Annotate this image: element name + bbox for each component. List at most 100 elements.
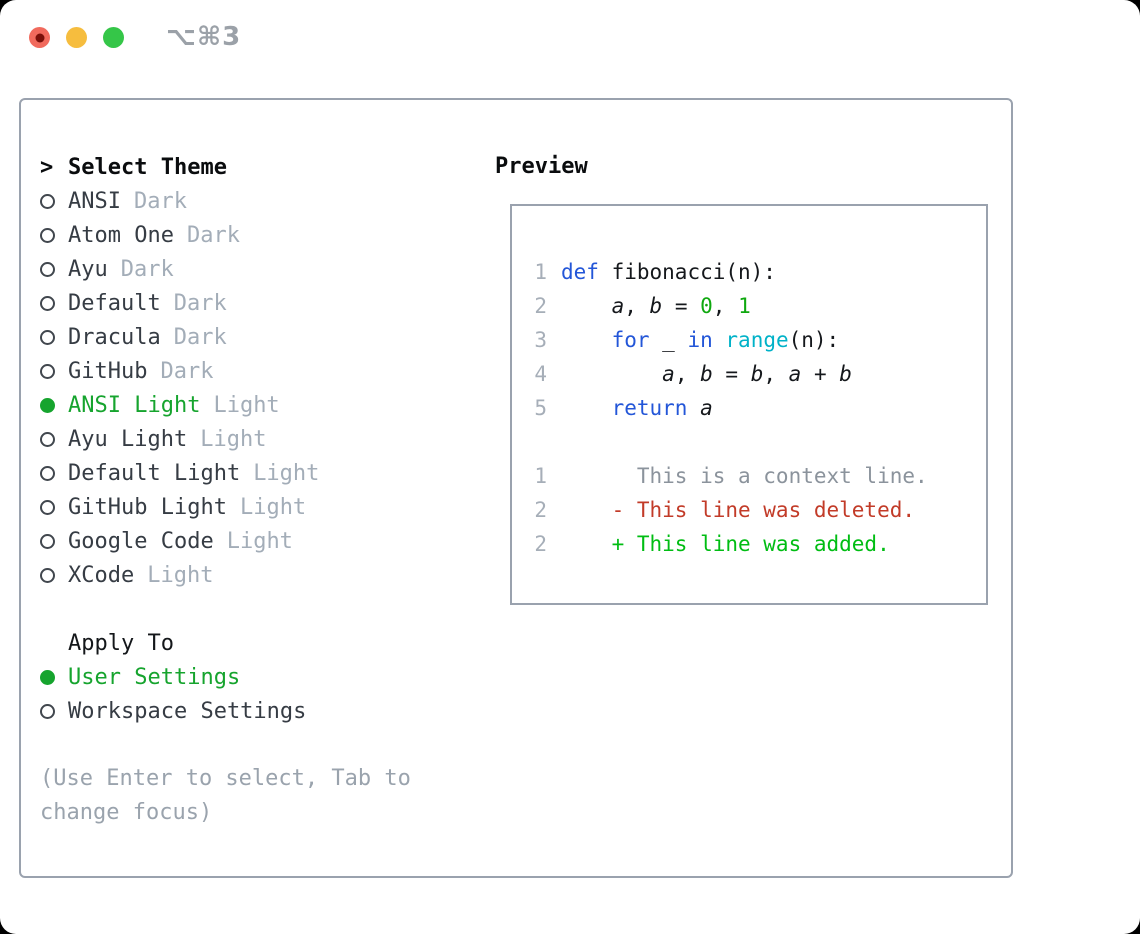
unsaved-dot-icon xyxy=(35,33,44,42)
radio-icon xyxy=(40,703,55,719)
option-label: Ayu Light xyxy=(68,426,188,452)
theme-option-xcode[interactable]: XCode Light xyxy=(40,558,480,592)
code-line: 1 def fibonacci(n): xyxy=(512,255,986,289)
code-text: This is a context line. xyxy=(561,464,928,488)
option-label: Workspace Settings xyxy=(68,698,307,724)
code-line: 3 for _ in range(n): xyxy=(512,323,986,357)
preview-title: Preview xyxy=(495,154,588,179)
theme-option-dracula[interactable]: Dracula Dark xyxy=(40,320,480,354)
option-label: Google Code xyxy=(68,528,214,554)
code-text: - This line was deleted. xyxy=(561,498,916,522)
radio-icon xyxy=(40,533,55,549)
apply-option-workspace-settings[interactable]: Workspace Settings xyxy=(40,694,480,728)
theme-variant-label: Light xyxy=(239,494,307,520)
prompt-caret-icon: > xyxy=(40,154,54,180)
theme-variant-label: Dark xyxy=(173,324,227,350)
close-button[interactable] xyxy=(29,27,50,48)
option-label: GitHub xyxy=(68,358,148,384)
radio-icon xyxy=(40,227,55,243)
theme-variant-label: Light xyxy=(147,562,214,588)
line-number: 3 xyxy=(534,328,547,352)
code-line: 2 + This line was added. xyxy=(512,527,986,561)
theme-option-ansi-light[interactable]: ANSI Light Light xyxy=(40,388,480,422)
code-text: a, b = 0, 1 xyxy=(611,294,751,318)
code-line: 2 a, b = 0, 1 xyxy=(512,289,986,323)
minimize-button[interactable] xyxy=(66,27,87,48)
theme-variant-label: Dark xyxy=(133,188,187,214)
option-label: Dracula xyxy=(68,324,161,350)
apply-to-header: Apply To xyxy=(40,626,480,660)
keyboard-shortcut-label: ⌥⌘3 xyxy=(166,22,242,52)
option-label: User Settings xyxy=(68,664,241,690)
line-number: 1 xyxy=(534,260,547,284)
theme-option-github-light[interactable]: GitHub Light Light xyxy=(40,490,480,524)
radio-icon xyxy=(40,193,55,209)
option-label: Default Light xyxy=(68,460,241,486)
code-text: for _ in range(n): xyxy=(611,328,840,352)
theme-variant-label: Light xyxy=(253,460,320,486)
code-line: 2 - This line was deleted. xyxy=(512,493,986,527)
theme-option-default-light[interactable]: Default Light Light xyxy=(40,456,480,490)
code-text: return a xyxy=(611,396,713,420)
code-line: 5 return a xyxy=(512,391,986,425)
apply-option-user-settings[interactable]: User Settings xyxy=(40,660,480,694)
apply-to-title: Apply To xyxy=(68,630,174,656)
theme-option-ayu-light[interactable]: Ayu Light Light xyxy=(40,422,480,456)
theme-option-ayu[interactable]: Ayu Dark xyxy=(40,252,480,286)
option-label: XCode xyxy=(68,562,135,588)
radio-selected-icon xyxy=(40,397,55,413)
line-number xyxy=(512,425,547,459)
radio-icon xyxy=(40,329,55,345)
code-line: 1 This is a context line. xyxy=(512,459,986,493)
line-number: 4 xyxy=(534,362,547,386)
option-label: Default xyxy=(68,290,161,316)
code-text: + This line was added. xyxy=(561,532,890,556)
spacer xyxy=(40,592,480,626)
radio-icon xyxy=(40,499,55,515)
option-label: Atom One xyxy=(68,222,174,248)
code-text: def fibonacci(n): xyxy=(561,260,776,284)
theme-variant-label: Dark xyxy=(120,256,174,282)
theme-variant-label: Dark xyxy=(160,358,214,384)
code-line: 4 a, b = b, a + b xyxy=(512,357,986,391)
theme-variant-label: Dark xyxy=(186,222,240,248)
radio-icon xyxy=(40,567,55,583)
usage-hint: (Use Enter to select, Tab to change focu… xyxy=(40,766,411,825)
line-number: 2 xyxy=(534,498,547,522)
radio-icon xyxy=(40,295,55,311)
option-label: Ayu xyxy=(68,256,108,282)
zoom-button[interactable] xyxy=(103,27,124,48)
code-line xyxy=(512,425,986,459)
theme-variant-label: Light xyxy=(200,426,267,452)
radio-icon xyxy=(40,363,55,379)
radio-icon xyxy=(40,465,55,481)
line-number: 2 xyxy=(534,532,547,556)
radio-icon xyxy=(40,261,55,277)
theme-variant-label: Dark xyxy=(173,290,227,316)
theme-variant-label: Light xyxy=(213,392,280,418)
select-theme-title: Select Theme xyxy=(68,154,227,180)
option-label: GitHub Light xyxy=(68,494,227,520)
theme-option-atom-one[interactable]: Atom One Dark xyxy=(40,218,480,252)
line-number: 2 xyxy=(534,294,547,318)
theme-option-github[interactable]: GitHub Dark xyxy=(40,354,480,388)
option-label: ANSI Light xyxy=(68,392,201,418)
line-number: 1 xyxy=(534,464,547,488)
select-theme-header: > Select Theme xyxy=(40,150,480,184)
window-controls xyxy=(29,27,124,48)
theme-option-default[interactable]: Default Dark xyxy=(40,286,480,320)
line-number: 5 xyxy=(534,396,547,420)
titlebar: ⌥⌘3 xyxy=(0,0,1140,72)
code-text: a, b = b, a + b xyxy=(662,362,852,386)
radio-selected-icon xyxy=(40,669,55,685)
option-label: ANSI xyxy=(68,188,121,214)
theme-option-ansi[interactable]: ANSI Dark xyxy=(40,184,480,218)
